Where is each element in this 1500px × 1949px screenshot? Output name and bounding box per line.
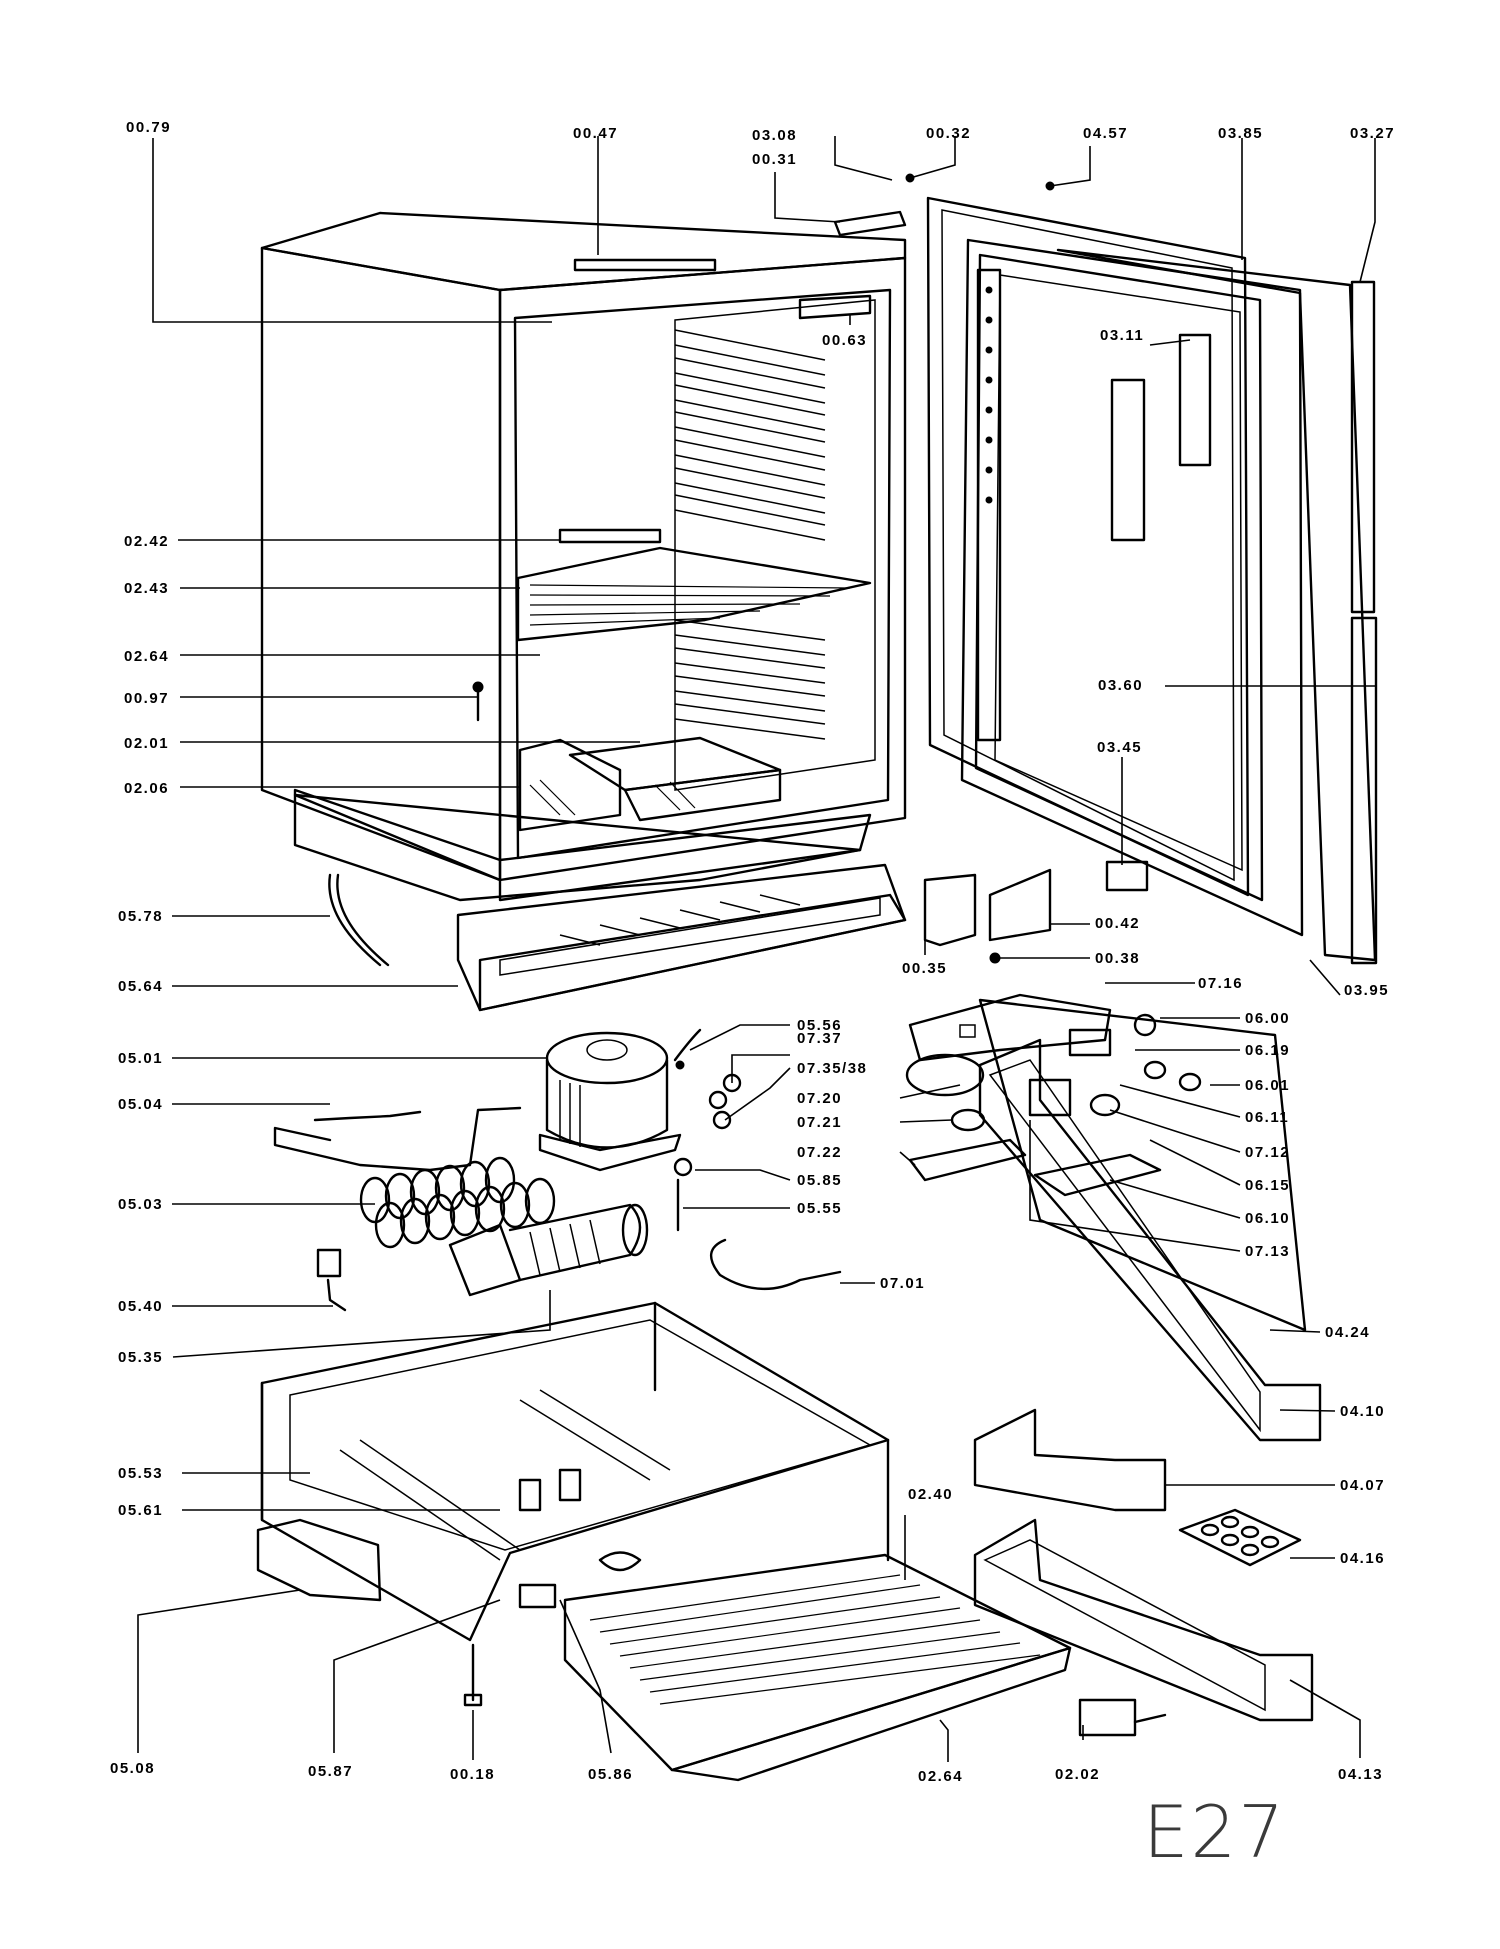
leader-lines (137, 136, 1376, 1762)
callout-label: 06.01 (1245, 1077, 1291, 1094)
callout-label: 05.86 (588, 1766, 634, 1783)
callout-label: 05.53 (118, 1465, 164, 1482)
callout-label: 03.45 (1097, 739, 1143, 756)
callout-label: 03.27 (1350, 125, 1396, 142)
callout-label: 02.64 (918, 1768, 964, 1785)
callout-label: 02.06 (124, 780, 170, 797)
condenser-coil (273, 1106, 556, 1249)
callout-label: 06.00 (1245, 1010, 1291, 1027)
cabinet-body (260, 211, 907, 902)
callout-label: 02.43 (124, 580, 170, 597)
callout-label: 04.16 (1340, 1550, 1386, 1567)
callout-label: 00.31 (752, 151, 798, 168)
callout-label: 07.12 (1245, 1144, 1291, 1161)
callout-label: 00.35 (902, 960, 948, 977)
callout-label: 05.61 (118, 1502, 164, 1519)
callout-label: 07.16 (1198, 975, 1244, 992)
callout-label: 07.35/38 (797, 1060, 868, 1077)
callout-label: 00.18 (450, 1766, 496, 1783)
callout-label: 07.21 (797, 1114, 843, 1131)
callout-label: 02.64 (124, 648, 170, 665)
callout-label: 00.32 (926, 125, 972, 142)
callout-label: 05.03 (118, 1196, 164, 1213)
callout-label: 04.10 (1340, 1403, 1386, 1420)
sheet-code: E27 (1143, 1790, 1287, 1874)
callout-label: 03.60 (1098, 677, 1144, 694)
callout-label: 02.40 (908, 1486, 954, 1503)
bottom-plate (563, 1553, 1072, 1782)
callout-label: 05.40 (118, 1298, 164, 1315)
callout-label: 06.19 (1245, 1042, 1291, 1059)
callout-label: 05.35 (118, 1349, 164, 1366)
callout-label: 04.13 (1338, 1766, 1384, 1783)
callout-label: 05.64 (118, 978, 164, 995)
callout-label: 07.13 (1245, 1243, 1291, 1260)
callout-label: 06.15 (1245, 1177, 1291, 1194)
callout-label: 04.57 (1083, 125, 1129, 142)
callout-label: 05.78 (118, 908, 164, 925)
base-tray (256, 1301, 890, 1707)
callout-label: 00.38 (1095, 950, 1141, 967)
fan-assembly (448, 1203, 649, 1297)
callout-label: 07.22 (797, 1144, 843, 1161)
compressor (538, 1028, 702, 1172)
callout-label: 00.63 (822, 332, 868, 349)
callout-label: 03.95 (1344, 982, 1390, 999)
callout-label: 02.02 (1055, 1766, 1101, 1783)
callout-label: 05.85 (797, 1172, 843, 1189)
callout-label: 04.24 (1325, 1324, 1371, 1341)
callout-label: 06.10 (1245, 1210, 1291, 1227)
callout-label: 05.56 (797, 1017, 843, 1034)
electrical-parts (316, 993, 1202, 1312)
callout-label: 00.47 (573, 125, 619, 142)
callout-label: 04.07 (1340, 1477, 1386, 1494)
callout-label: 07.37 (797, 1030, 843, 1047)
callout-label: 07.20 (797, 1090, 843, 1107)
callout-label: 06.11 (1245, 1109, 1290, 1126)
door-assembly (833, 173, 1378, 965)
callout-label: 05.04 (118, 1096, 164, 1113)
callout-label: 03.11 (1100, 327, 1145, 344)
callout-label: 00.97 (124, 690, 170, 707)
callout-label: 00.79 (126, 119, 172, 136)
door-bins (973, 998, 1322, 1737)
callout-label: 05.08 (110, 1760, 156, 1777)
callout-label: 03.85 (1218, 125, 1264, 142)
front-grille (328, 863, 907, 1012)
callout-label: 00.42 (1095, 915, 1141, 932)
callout-label: 05.87 (308, 1763, 354, 1780)
callout-label: 03.08 (752, 127, 798, 144)
callout-label: 02.42 (124, 533, 170, 550)
callout-label: 07.01 (880, 1275, 926, 1292)
callout-label: 05.55 (797, 1200, 843, 1217)
callout-label: 05.01 (118, 1050, 164, 1067)
lower-brackets (923, 868, 1052, 964)
callout-label: 02.01 (124, 735, 170, 752)
